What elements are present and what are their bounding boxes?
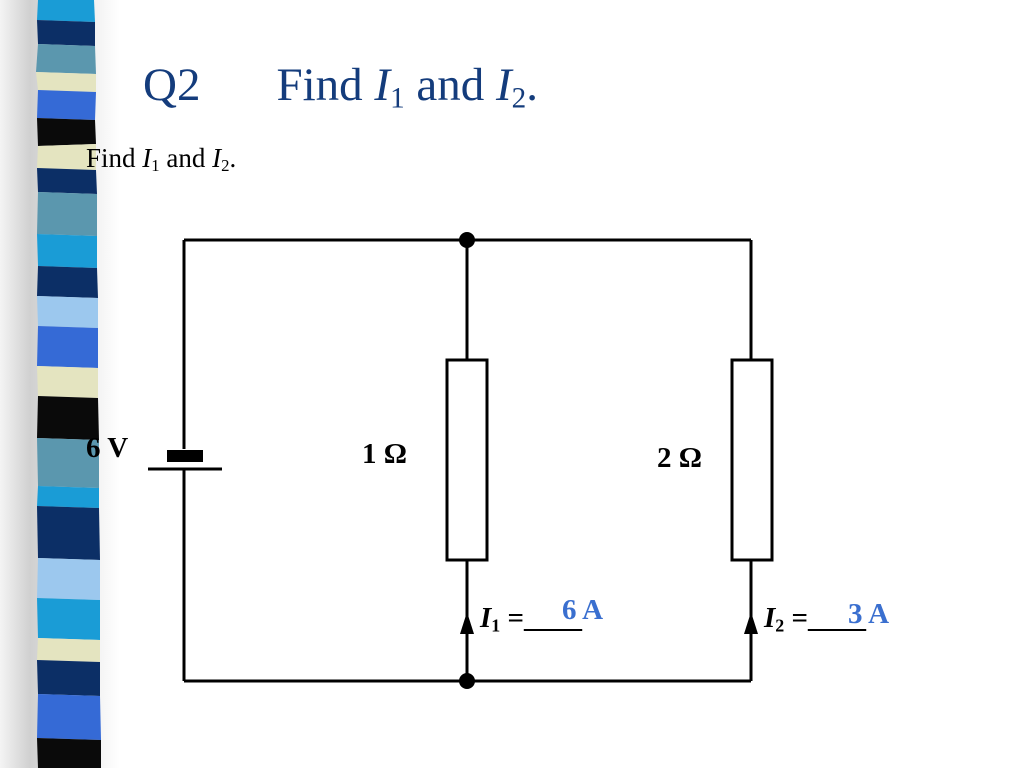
resistor-1-label: 1 Ω (362, 438, 407, 470)
current-1-var: I (480, 602, 492, 634)
title-period: . (526, 59, 538, 111)
current-2-label: I2 =____ (764, 602, 866, 635)
resistor-2 (730, 358, 774, 562)
subtitle-var-1: I (142, 143, 152, 173)
subtitle-and: and (166, 143, 206, 173)
subtitle-sub-2: 2 (221, 156, 230, 176)
current-2-answer: 3 A (848, 598, 890, 630)
current-arrow-2 (744, 612, 758, 634)
subtitle-find: Find (86, 143, 136, 173)
current-1-label: I1 =____ (480, 602, 582, 635)
subtitle-period: . (229, 143, 237, 173)
junction-top (459, 232, 475, 248)
decorative-stripe-bar (0, 0, 120, 768)
current-arrow-1 (460, 612, 474, 634)
current-1-answer: 6 A (562, 594, 604, 626)
question-text: Find I1 and I2. (86, 143, 236, 174)
title-var-1: I (374, 59, 391, 111)
current-2-blank: =____ (791, 602, 867, 634)
junction-bottom (459, 673, 475, 689)
subtitle-sub-1: 1 (151, 156, 160, 176)
current-2-sub: 2 (775, 615, 785, 636)
resistor-2-label: 2 Ω (657, 442, 702, 474)
title-and: and (416, 59, 485, 111)
title-sub-1: 1 (390, 82, 405, 115)
question-number: Q2 (143, 59, 201, 111)
current-2-var: I (764, 602, 776, 634)
current-1-blank: =____ (507, 602, 583, 634)
battery-label: 6 V (86, 432, 129, 464)
subtitle-var-2: I (212, 143, 222, 173)
title-sub-2: 2 (511, 82, 527, 115)
title-var-2: I (496, 59, 512, 111)
battery-negative-plate (167, 450, 203, 462)
current-1-sub: 1 (491, 615, 501, 636)
title-find: Find (276, 59, 363, 111)
resistor-1 (445, 358, 489, 562)
